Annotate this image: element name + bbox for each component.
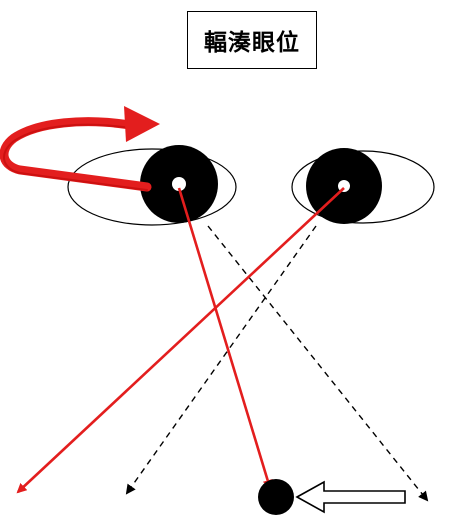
page-title: 輻湊眼位: [204, 30, 300, 56]
left-eye-outline: [67, 148, 237, 226]
left-eye-dashed-axis: [207, 225, 429, 502]
right-eye-dashed-axis: [125, 225, 317, 495]
target-dot-icon: [258, 479, 294, 515]
rotation-arrow-icon: [0, 106, 160, 192]
target-pointer-arrow-icon: [295, 480, 406, 514]
right-eye-outline: [291, 150, 435, 224]
right-eye-line-of-sight: [16, 187, 345, 494]
right-eye: [291, 148, 435, 224]
right-eye-pupil: [338, 180, 350, 192]
title-box: 輻湊眼位: [187, 11, 317, 69]
left-eye-pupil: [172, 177, 186, 191]
left-eye-line-of-sight: [177, 187, 273, 490]
left-eye: [67, 145, 237, 226]
